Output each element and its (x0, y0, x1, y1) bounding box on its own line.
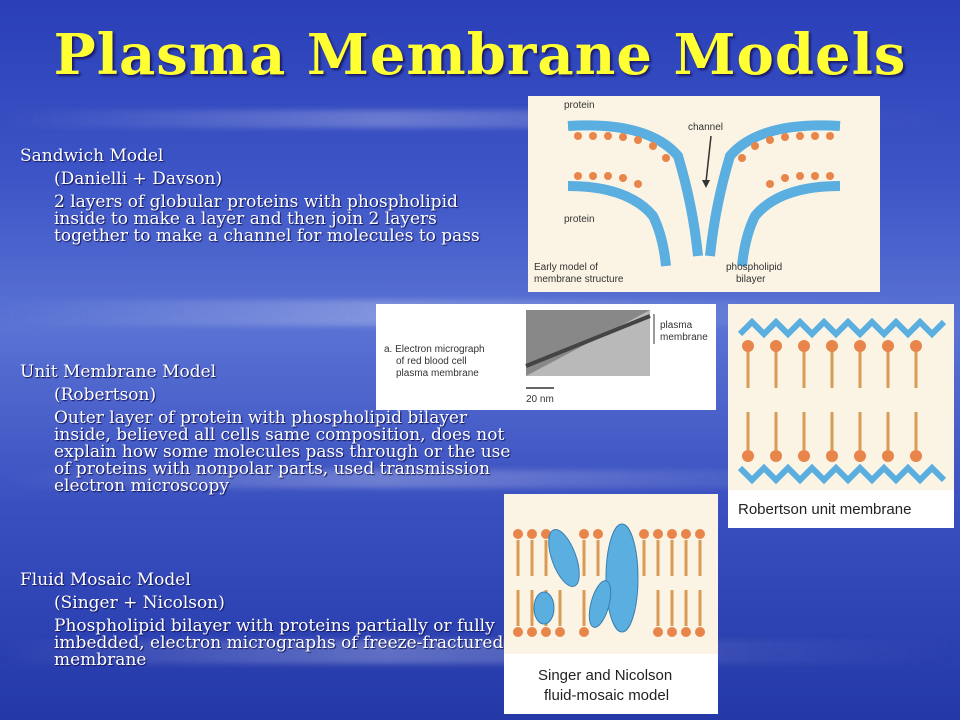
label-line2: membrane (660, 332, 708, 343)
model-authors: (Singer + Nicolson) (54, 593, 225, 613)
caption-line3: plasma membrane (396, 368, 479, 379)
model-description: 2 layers of globular proteins with phosp… (54, 192, 480, 246)
robertson-caption: Robertson unit membrane (738, 501, 911, 518)
micrograph-diagram: a. Electron micrograph of red blood cell… (384, 310, 708, 405)
caption-line2: of red blood cell (396, 356, 467, 367)
model-authors: (Danielli + Davson) (54, 169, 223, 189)
label-protein-top: protein (564, 100, 595, 111)
sandwich-model-block: Sandwich Model (Danielli + Davson) 2 lay… (20, 148, 514, 245)
model-name: Fluid Mosaic Model (20, 570, 191, 590)
caption-line2: membrane structure (534, 274, 624, 285)
fluid-mosaic-diagram: Singer and Nicolson fluid-mosaic model (504, 523, 718, 714)
background-streak (0, 640, 960, 664)
model-authors: (Robertson) (54, 385, 157, 405)
early-model-diagram: protein channel protein Early model of m… (534, 100, 841, 285)
label-bilayer-line1: phospholipid (726, 262, 782, 273)
robertson-diagram: Robertson unit membrane (728, 317, 954, 528)
background-streak (0, 470, 960, 488)
channel-membrane-drawing (567, 120, 841, 267)
page-title: Plasma Membrane Models (53, 22, 907, 88)
robertson-figure: Robertson unit membrane (728, 304, 954, 528)
caption-line1: Early model of (534, 262, 598, 273)
caption-line1: a. Electron micrograph (384, 344, 485, 355)
model-description: Phospholipid bilayer with proteins parti… (54, 616, 504, 670)
fluid-mosaic-model-block: Fluid Mosaic Model (Singer + Nicolson) P… (20, 572, 514, 669)
label-protein-bottom: protein (564, 214, 595, 225)
singer-nicolson-figure: Singer and Nicolson fluid-mosaic model (504, 494, 718, 714)
model-name: Unit Membrane Model (20, 362, 217, 382)
model-description: Outer layer of protein with phospholipid… (54, 408, 511, 496)
label-bilayer-line2: bilayer (736, 274, 766, 285)
unit-membrane-model-block: Unit Membrane Model (Robertson) Outer la… (20, 364, 514, 495)
early-model-figure: protein channel protein Early model of m… (528, 96, 880, 292)
label-line1: plasma (660, 320, 693, 331)
caption-line1: Singer and Nicolson (538, 667, 672, 684)
caption-line2: fluid-mosaic model (544, 687, 669, 704)
model-name: Sandwich Model (20, 146, 164, 166)
micrograph-figure: a. Electron micrograph of red blood cell… (376, 304, 716, 410)
label-channel: channel (688, 122, 723, 133)
scale-bar-label: 20 nm (526, 394, 554, 405)
